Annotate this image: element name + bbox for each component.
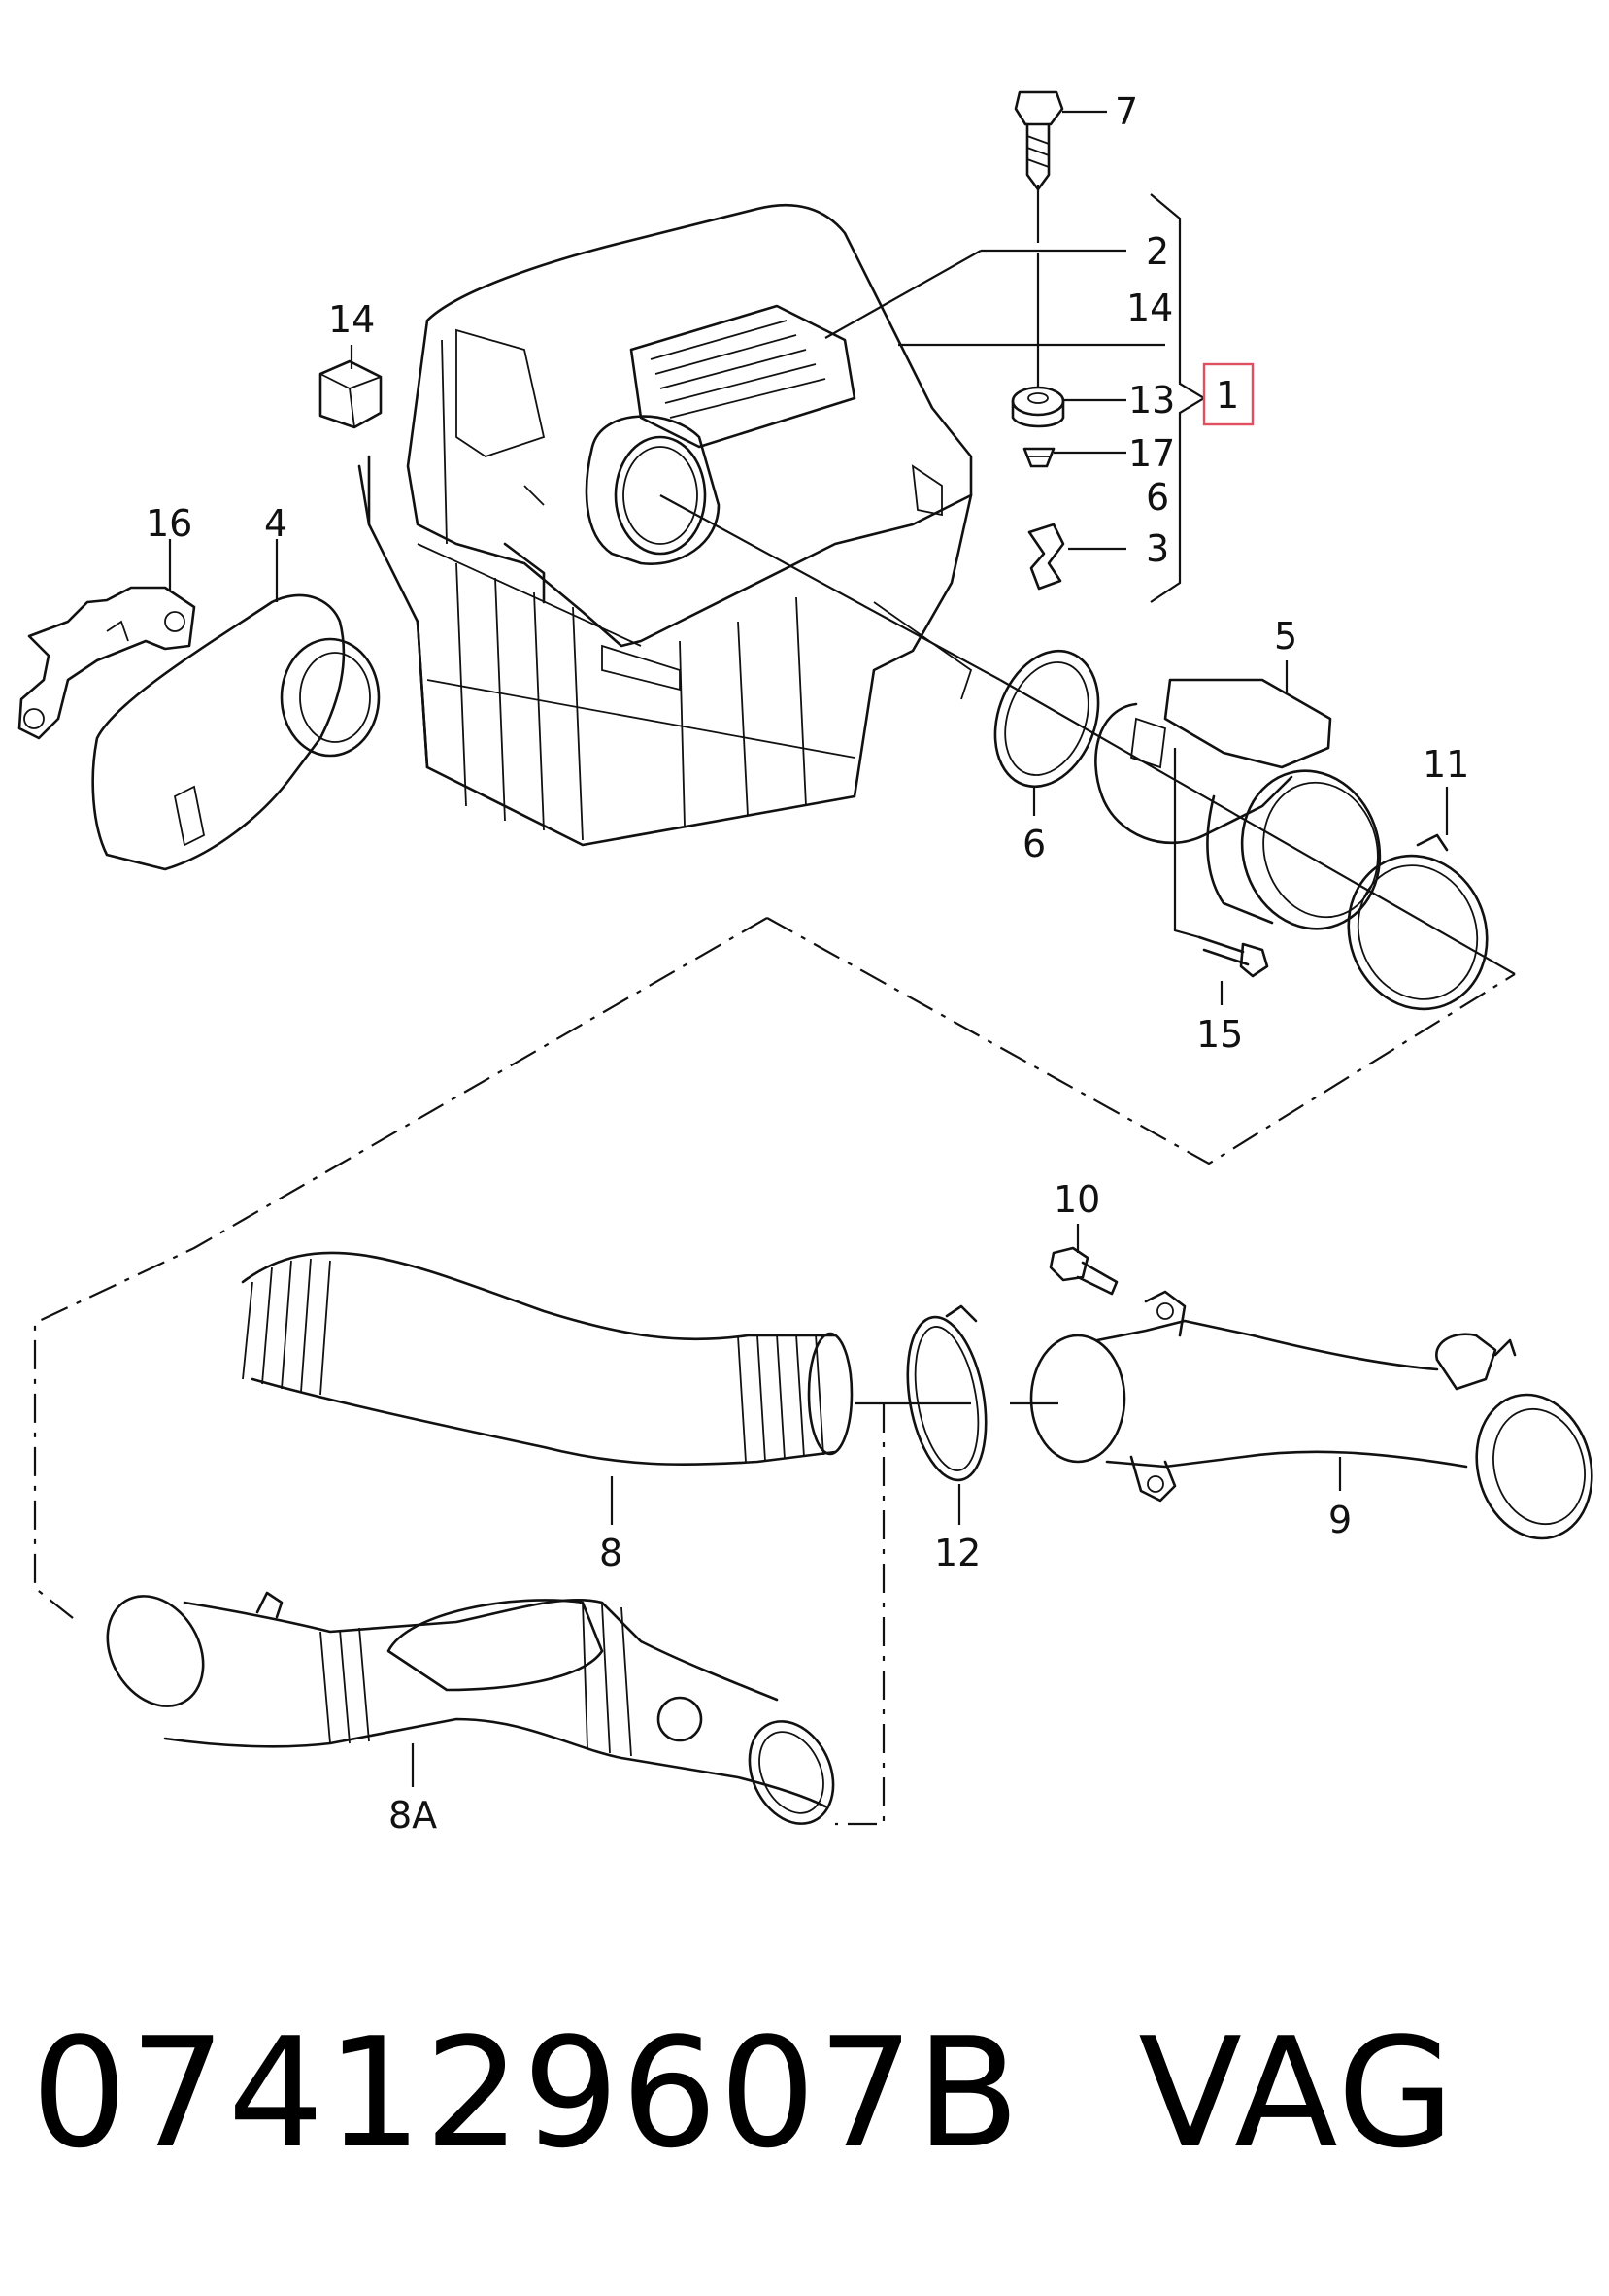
assembly-boundary-upper [33, 917, 1516, 1623]
label-9: 9 [1328, 1499, 1352, 1541]
label-6-lower: 6 [1022, 823, 1046, 865]
clip-17 [1022, 447, 1056, 468]
bolt-15 [1197, 935, 1269, 978]
air-mass-meter-5 [1094, 678, 1382, 930]
label-17: 17 [1128, 432, 1175, 475]
air-filter-housing [357, 203, 973, 847]
label-16: 16 [146, 502, 192, 545]
label-14-left: 14 [328, 298, 375, 341]
label-12: 12 [934, 1532, 981, 1574]
label-4: 4 [264, 502, 287, 545]
clip-3 [1027, 523, 1065, 591]
part-number: 074129607B [31, 2005, 1022, 2181]
label-14-upper: 14 [1126, 287, 1173, 329]
label-10: 10 [1054, 1178, 1100, 1221]
label-11: 11 [1423, 743, 1469, 786]
label-8: 8 [599, 1532, 622, 1574]
duct-4 [91, 593, 381, 871]
brand-name: VAG [1138, 2005, 1457, 2181]
seal-6 [993, 649, 1100, 789]
label-3: 3 [1146, 527, 1169, 570]
cap-14 [318, 359, 383, 429]
bracket-16 [17, 586, 196, 740]
bolt-10 [1049, 1246, 1119, 1296]
screw-7 [1014, 90, 1064, 191]
highlight-box-1 [1202, 362, 1255, 426]
part-labels: 7 2 14 13 1 17 6 3 14 16 4 5 11 6 15 10 … [146, 90, 1469, 1837]
clamp-11 [1347, 833, 1489, 1011]
label-6-upper: 6 [1146, 476, 1169, 519]
label-13: 13 [1128, 379, 1175, 422]
pipe-9 [1029, 1290, 1593, 1540]
assembly-boundary-lower [835, 1403, 886, 1826]
label-15: 15 [1196, 1013, 1243, 1056]
label-7: 7 [1115, 90, 1138, 133]
label-1: 1 [1216, 374, 1239, 417]
leader-lines [168, 110, 1516, 1787]
clamp-12 [906, 1304, 988, 1482]
label-2: 2 [1146, 230, 1169, 273]
label-5: 5 [1274, 615, 1297, 658]
hose-8 [241, 1251, 854, 1467]
hose-8a [106, 1591, 835, 1825]
part-number-footer: 074129607B VAG [31, 1972, 1457, 2214]
grommet-13 [1011, 386, 1065, 428]
label-8a: 8A [388, 1794, 437, 1837]
